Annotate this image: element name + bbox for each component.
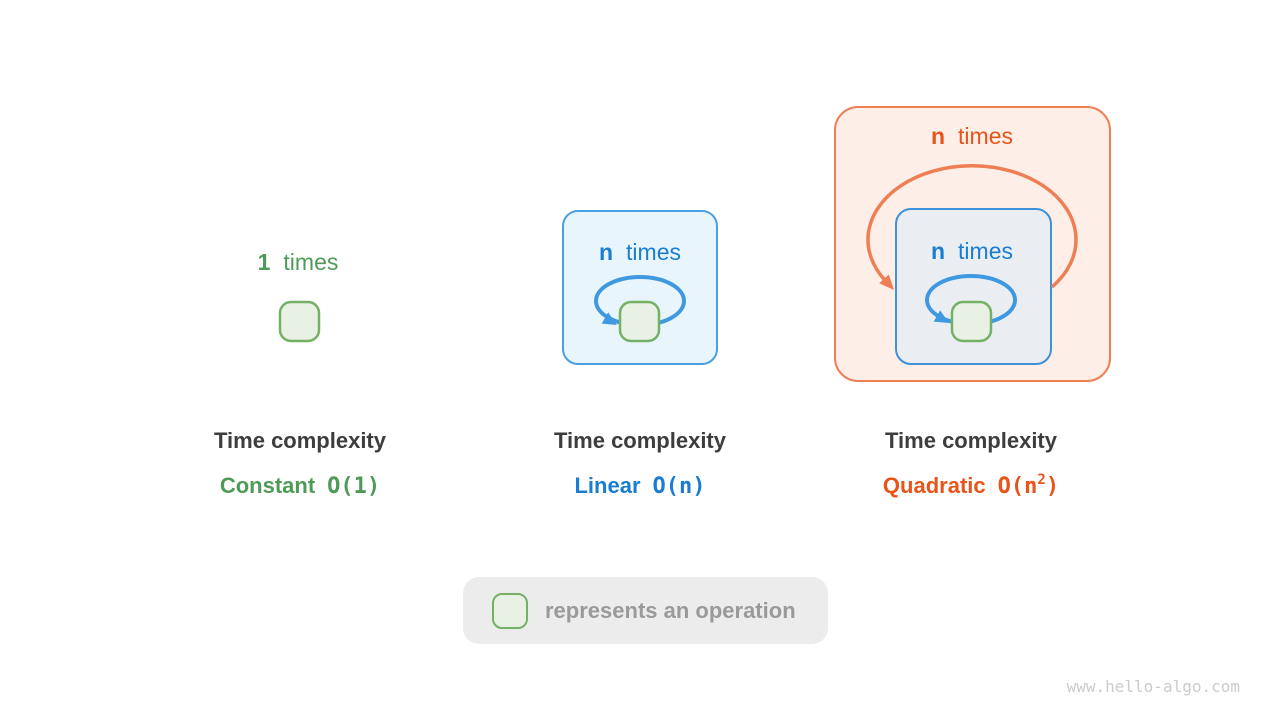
quadratic-outer-count-value: n (930, 123, 946, 149)
constant-title: Time complexity (214, 428, 386, 453)
quadratic-big-o-open: O(n (997, 474, 1038, 499)
quadratic-inner-count-value: n (930, 238, 946, 264)
linear-loop-frame (562, 210, 718, 365)
linear-count-value: n (598, 239, 614, 265)
quadratic-big-o-exponent: 2 (1037, 471, 1046, 488)
linear-complexity-label: Linear O(n) (520, 472, 760, 501)
constant-count-label: 1 times (218, 250, 378, 274)
quadratic-outer-count-unit: times (958, 123, 1013, 149)
legend-operation-box-icon (492, 592, 528, 629)
quadratic-title: Time complexity (885, 428, 1057, 453)
quadratic-big-o-close: ) (1045, 474, 1060, 499)
quadratic-inner-count-unit: times (958, 238, 1013, 264)
constant-operation-box-icon (278, 300, 321, 343)
quadratic-complexity-label: Quadratic O(n2) (851, 472, 1091, 501)
quadratic-complexity-name: Quadratic (882, 473, 986, 498)
constant-complexity-label: Constant O(1) (180, 472, 420, 501)
legend: represents an operation (463, 577, 828, 644)
quadratic-inner-loop-frame (895, 208, 1052, 365)
constant-big-o: O(1) (327, 474, 381, 499)
linear-complexity-name: Linear (574, 473, 641, 498)
constant-count-value: 1 (257, 249, 271, 275)
linear-title: Time complexity (554, 428, 726, 453)
linear-big-o: O(n) (652, 474, 706, 499)
linear-count-unit: times (626, 239, 681, 265)
watermark: www.hello-algo.com (1066, 677, 1240, 696)
legend-label: represents an operation (545, 597, 796, 623)
quadratic-big-o: O(n2) (997, 471, 1060, 499)
constant-complexity-name: Constant (219, 473, 316, 498)
constant-count-unit: times (283, 249, 339, 275)
